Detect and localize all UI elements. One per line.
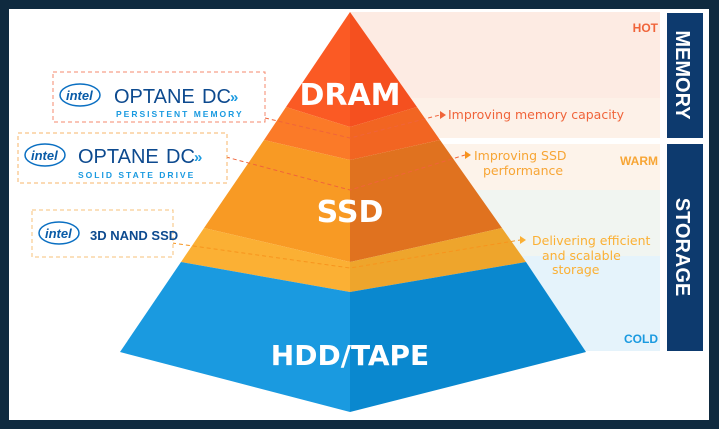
ssd-left (204, 140, 350, 262)
arrow-icon (465, 151, 471, 159)
note-storage-3: storage (552, 262, 600, 277)
nand-logo: intel 3D NAND SSD (31, 209, 178, 258)
note-memory: Improving memory capacity (448, 107, 625, 122)
optane-pm-left (264, 107, 350, 160)
nand-left (181, 228, 350, 292)
arrow-icon (440, 111, 446, 119)
chevrons-icon: » (194, 149, 202, 166)
dram-left (286, 12, 350, 127)
note-ssd-2: performance (483, 163, 563, 178)
svg-text:DC: DC (166, 146, 195, 168)
hdd-label: HDD/TAPE (271, 339, 429, 372)
dram-label: DRAM (299, 78, 400, 113)
svg-text:OPTANE: OPTANE (114, 86, 195, 108)
tier-hot: HOT (633, 21, 659, 35)
nand-right (350, 228, 526, 292)
svg-text:OPTANE: OPTANE (78, 146, 159, 168)
pyramid (120, 12, 586, 412)
connectors (171, 114, 521, 269)
hdd-right (350, 262, 586, 412)
svg-text:SOLID STATE DRIVE: SOLID STATE DRIVE (78, 170, 195, 180)
chevrons-icon: » (230, 89, 238, 106)
svg-text:PERSISTENT MEMORY: PERSISTENT MEMORY (116, 109, 244, 119)
optane-ssd-logo: intel OPTANE DC » SOLID STATE DRIVE (17, 132, 228, 184)
memory-side-label: MEMORY (671, 30, 693, 120)
svg-text:intel: intel (45, 226, 72, 241)
ssd-label: SSD (317, 195, 384, 230)
ssd-right (350, 140, 502, 262)
memory-bar (667, 13, 703, 138)
note-ssd-1: Improving SSD (474, 148, 567, 163)
svg-text:DC: DC (202, 86, 231, 108)
note-storage-1: Delivering efficient (532, 233, 651, 248)
storage-side-label: STORAGE (671, 198, 693, 297)
note-storage-2: and scalable (542, 248, 621, 263)
arrow-icon (520, 236, 526, 244)
svg-text:intel: intel (66, 88, 93, 103)
hdd-left (120, 262, 350, 412)
tier-warm: WARM (620, 154, 658, 168)
tier-cold: COLD (624, 332, 658, 346)
optane-pm-logo: intel OPTANE DC » PERSISTENT MEMORY (52, 71, 266, 123)
storage-bar (667, 144, 703, 351)
svg-text:intel: intel (31, 148, 58, 163)
svg-text:3D NAND SSD: 3D NAND SSD (90, 228, 178, 243)
dram-right (350, 12, 417, 127)
